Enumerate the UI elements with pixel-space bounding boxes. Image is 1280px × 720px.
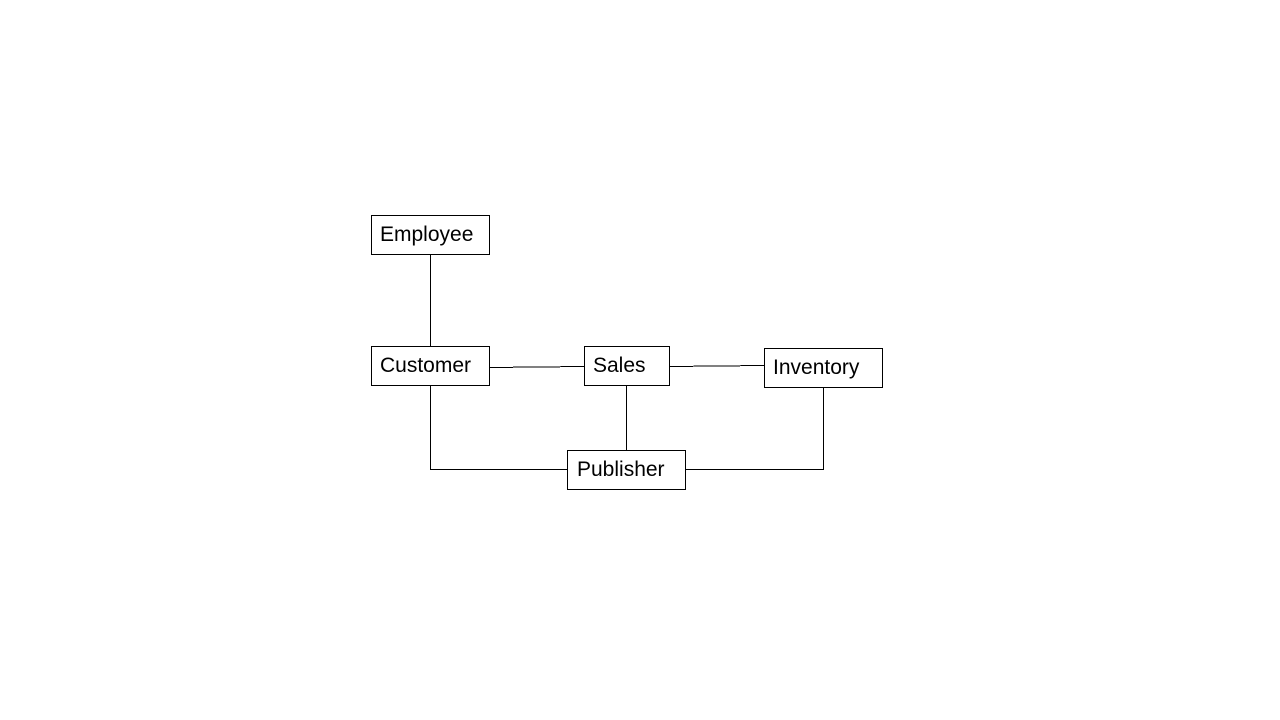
entity-sales[interactable]: Sales — [584, 346, 670, 386]
entity-employee[interactable]: Employee — [371, 215, 490, 255]
connector-customer-sales — [489, 366, 585, 368]
connector-sales-inventory — [669, 365, 765, 367]
entity-inventory[interactable]: Inventory — [764, 348, 883, 388]
connector-inventory-publisher — [686, 388, 824, 470]
connector-customer-publisher — [430, 386, 567, 470]
entity-customer[interactable]: Customer — [371, 346, 490, 386]
entity-publisher[interactable]: Publisher — [567, 450, 686, 490]
